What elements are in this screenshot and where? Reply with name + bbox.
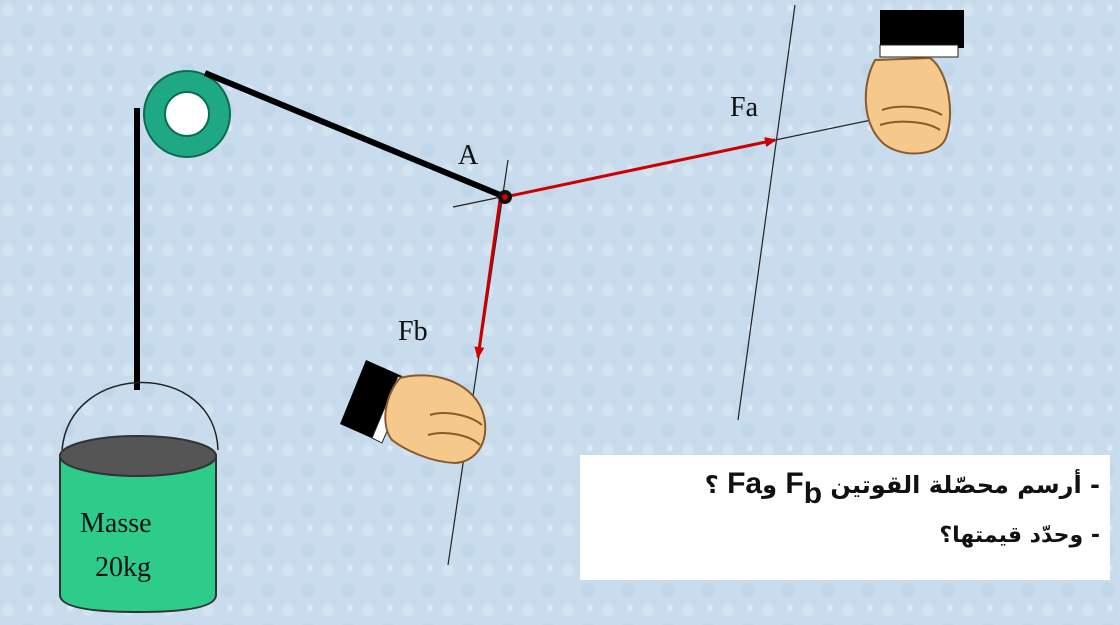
hand-b-icon: [340, 360, 487, 465]
force-a-label: Fa: [730, 92, 758, 123]
question-1-and: و: [762, 471, 777, 499]
hand-a-icon: [864, 10, 964, 155]
bucket-label-line1: Masse: [80, 508, 152, 539]
question-1-fb: Fb: [785, 467, 823, 510]
force-arrow-fb: [474, 199, 502, 359]
point-a-center: [502, 194, 508, 200]
force-b-label: Fb: [398, 316, 428, 347]
bucket-body: [59, 454, 217, 614]
construction-line-fb-dir: [447, 159, 509, 566]
rope-to-point-a: [203, 70, 507, 200]
bucket-handle: [61, 381, 219, 451]
question-box: - أرسم محصّلة القوتين Fb وFa ؟ - وحدّد ق…: [580, 455, 1110, 580]
force-arrow-fa: [504, 137, 777, 199]
question-1: - أرسم محصّلة القوتين Fb وFa ؟: [705, 467, 1100, 511]
bucket-top: [59, 435, 217, 477]
pulley-hole: [164, 91, 210, 137]
question-1-prefix: - أرسم محصّلة القوتين: [830, 471, 1100, 499]
bucket-label-line2: 20kg: [95, 552, 151, 583]
point-a-label: A: [458, 140, 479, 171]
question-1-mark: ؟: [704, 471, 719, 499]
question-2: - وحدّد قيمتها؟: [939, 523, 1100, 548]
construction-line-fa-perp: [737, 4, 796, 421]
question-1-fa: Fa: [727, 467, 763, 500]
